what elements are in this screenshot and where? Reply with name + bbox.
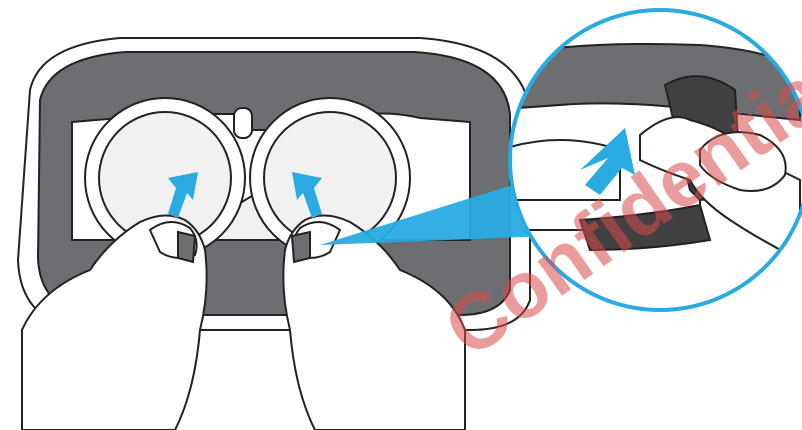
push-arrow-icon: [168, 172, 198, 218]
push-arrow-icon: [292, 172, 322, 218]
hands: [21, 214, 466, 430]
zoom-thumb: [699, 131, 787, 192]
push-arrows: [168, 172, 322, 218]
right-hand: [282, 214, 466, 430]
zoom-finger: [639, 116, 801, 262]
proximity-sensor: [233, 107, 253, 139]
left-hand: [21, 214, 208, 430]
right-cushion-tab: [290, 230, 311, 264]
zoom-tab-pull: [578, 203, 712, 252]
zoom-circle-border: [508, 8, 802, 312]
left-cushion-tab: [177, 230, 197, 264]
zoom-detail: [508, 8, 802, 312]
push-arrow-icon: [580, 128, 635, 195]
